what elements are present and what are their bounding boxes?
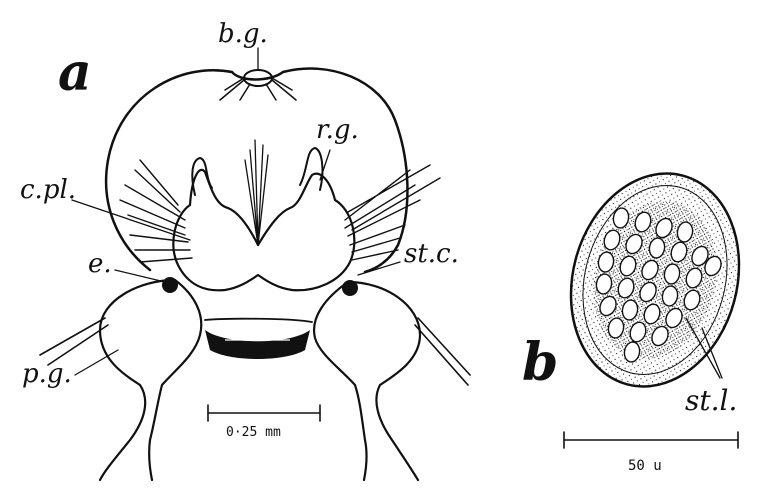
label-cpl: c.pl. [20, 175, 76, 205]
label-bg: b.g. [218, 19, 268, 49]
label-stc: st.c. [404, 239, 459, 269]
label-e: e. [88, 249, 112, 279]
panel-label-a: a [58, 42, 92, 103]
scale-bar-b [564, 432, 738, 448]
label-stl: st.l. [685, 384, 737, 417]
label-rg: r.g. [316, 115, 359, 145]
scale-label-b: 50 u [628, 458, 662, 474]
panel-label-b: b [522, 332, 558, 393]
scale-label-a: 0·25 mm [226, 425, 281, 440]
scale-bar-a [208, 405, 320, 421]
p-g-left [100, 280, 201, 480]
commissure [205, 330, 310, 359]
label-pg: p.g. [22, 359, 72, 389]
p-g-right [314, 282, 420, 480]
